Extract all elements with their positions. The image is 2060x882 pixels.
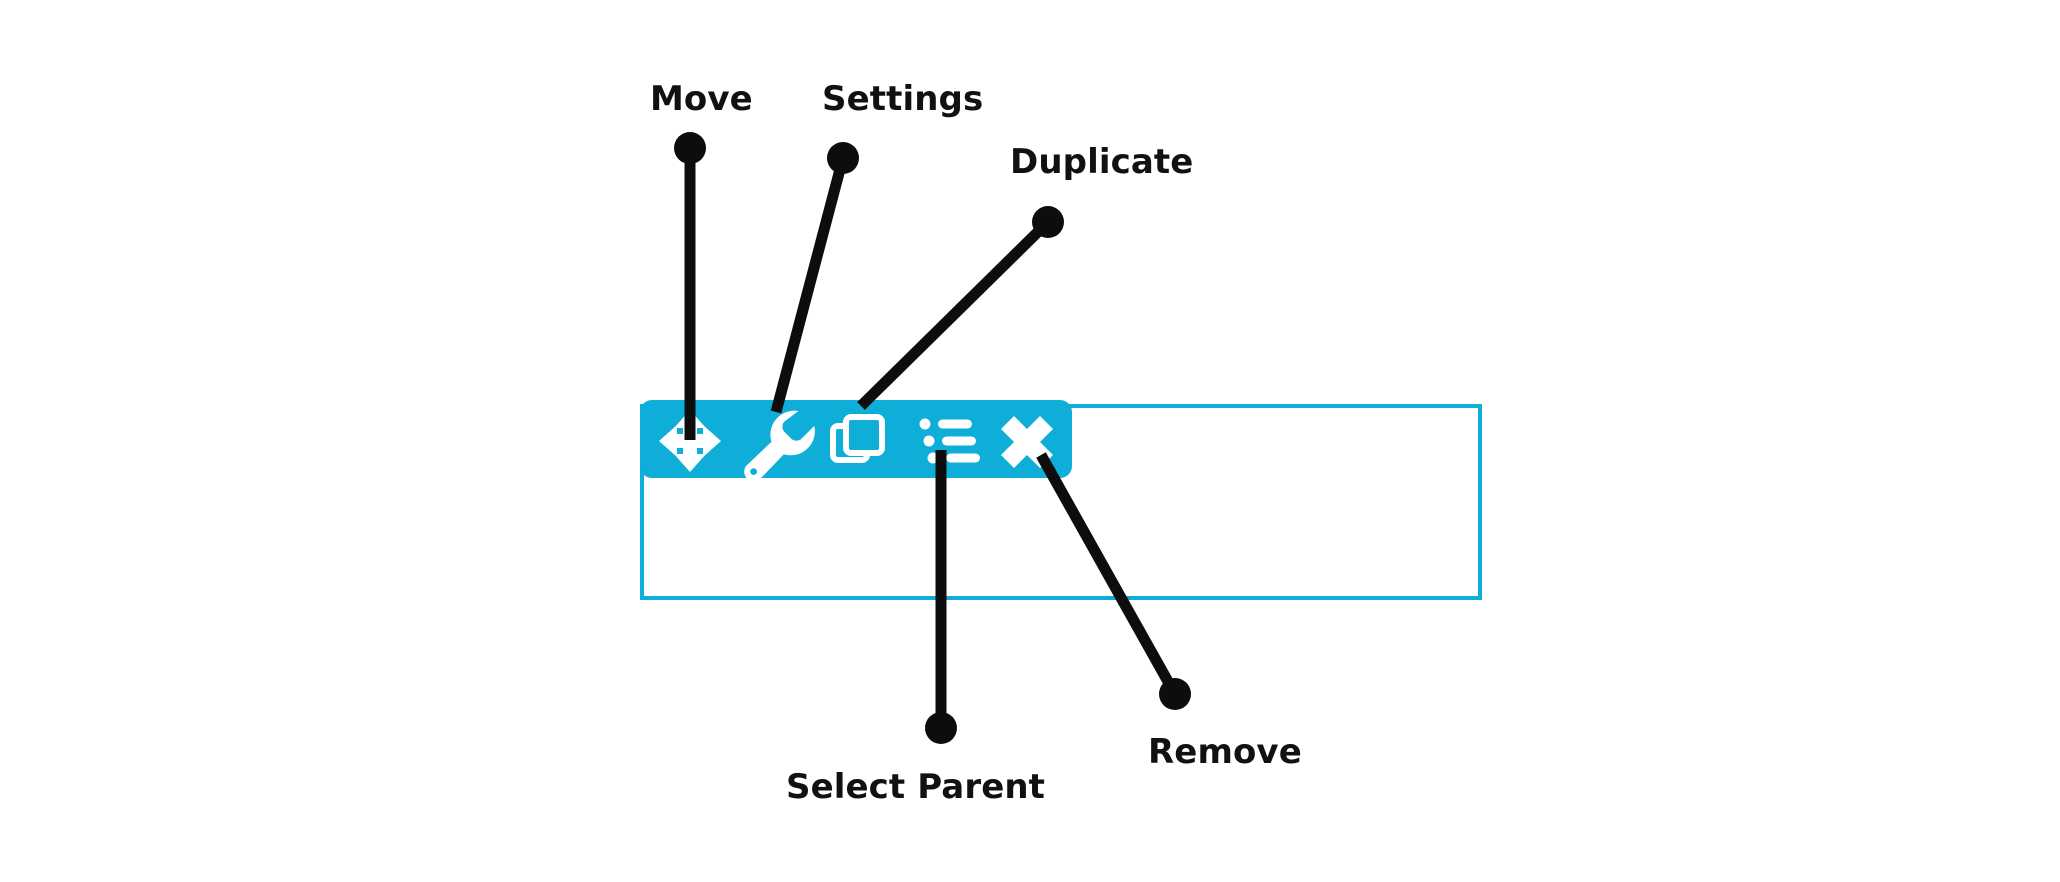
callout-dot-move [674,132,706,164]
callout-label-remove: Remove [1148,732,1302,772]
callout-dot-remove [1159,678,1191,710]
callout-line-remove [1036,452,1180,697]
callout-line-settings [770,156,849,414]
callout-label-select-parent: Select Parent [786,767,1046,807]
callout-line-duplicate [857,218,1052,410]
callout-dot-duplicate [1032,206,1064,238]
callout-label-duplicate: Duplicate [1010,142,1194,182]
close-x-icon[interactable] [1001,416,1053,468]
callout-dots [674,132,1191,744]
wrench-icon[interactable] [744,410,815,482]
callout-label-settings: Settings [822,79,984,119]
list-tree-icon[interactable] [919,418,981,464]
copy-squares-icon[interactable] [830,414,885,463]
callout-lines [684,148,1180,728]
callout-dot-settings [827,142,859,174]
callout-label-move: Move [650,79,753,119]
callout-dot-select-parent [925,712,957,744]
